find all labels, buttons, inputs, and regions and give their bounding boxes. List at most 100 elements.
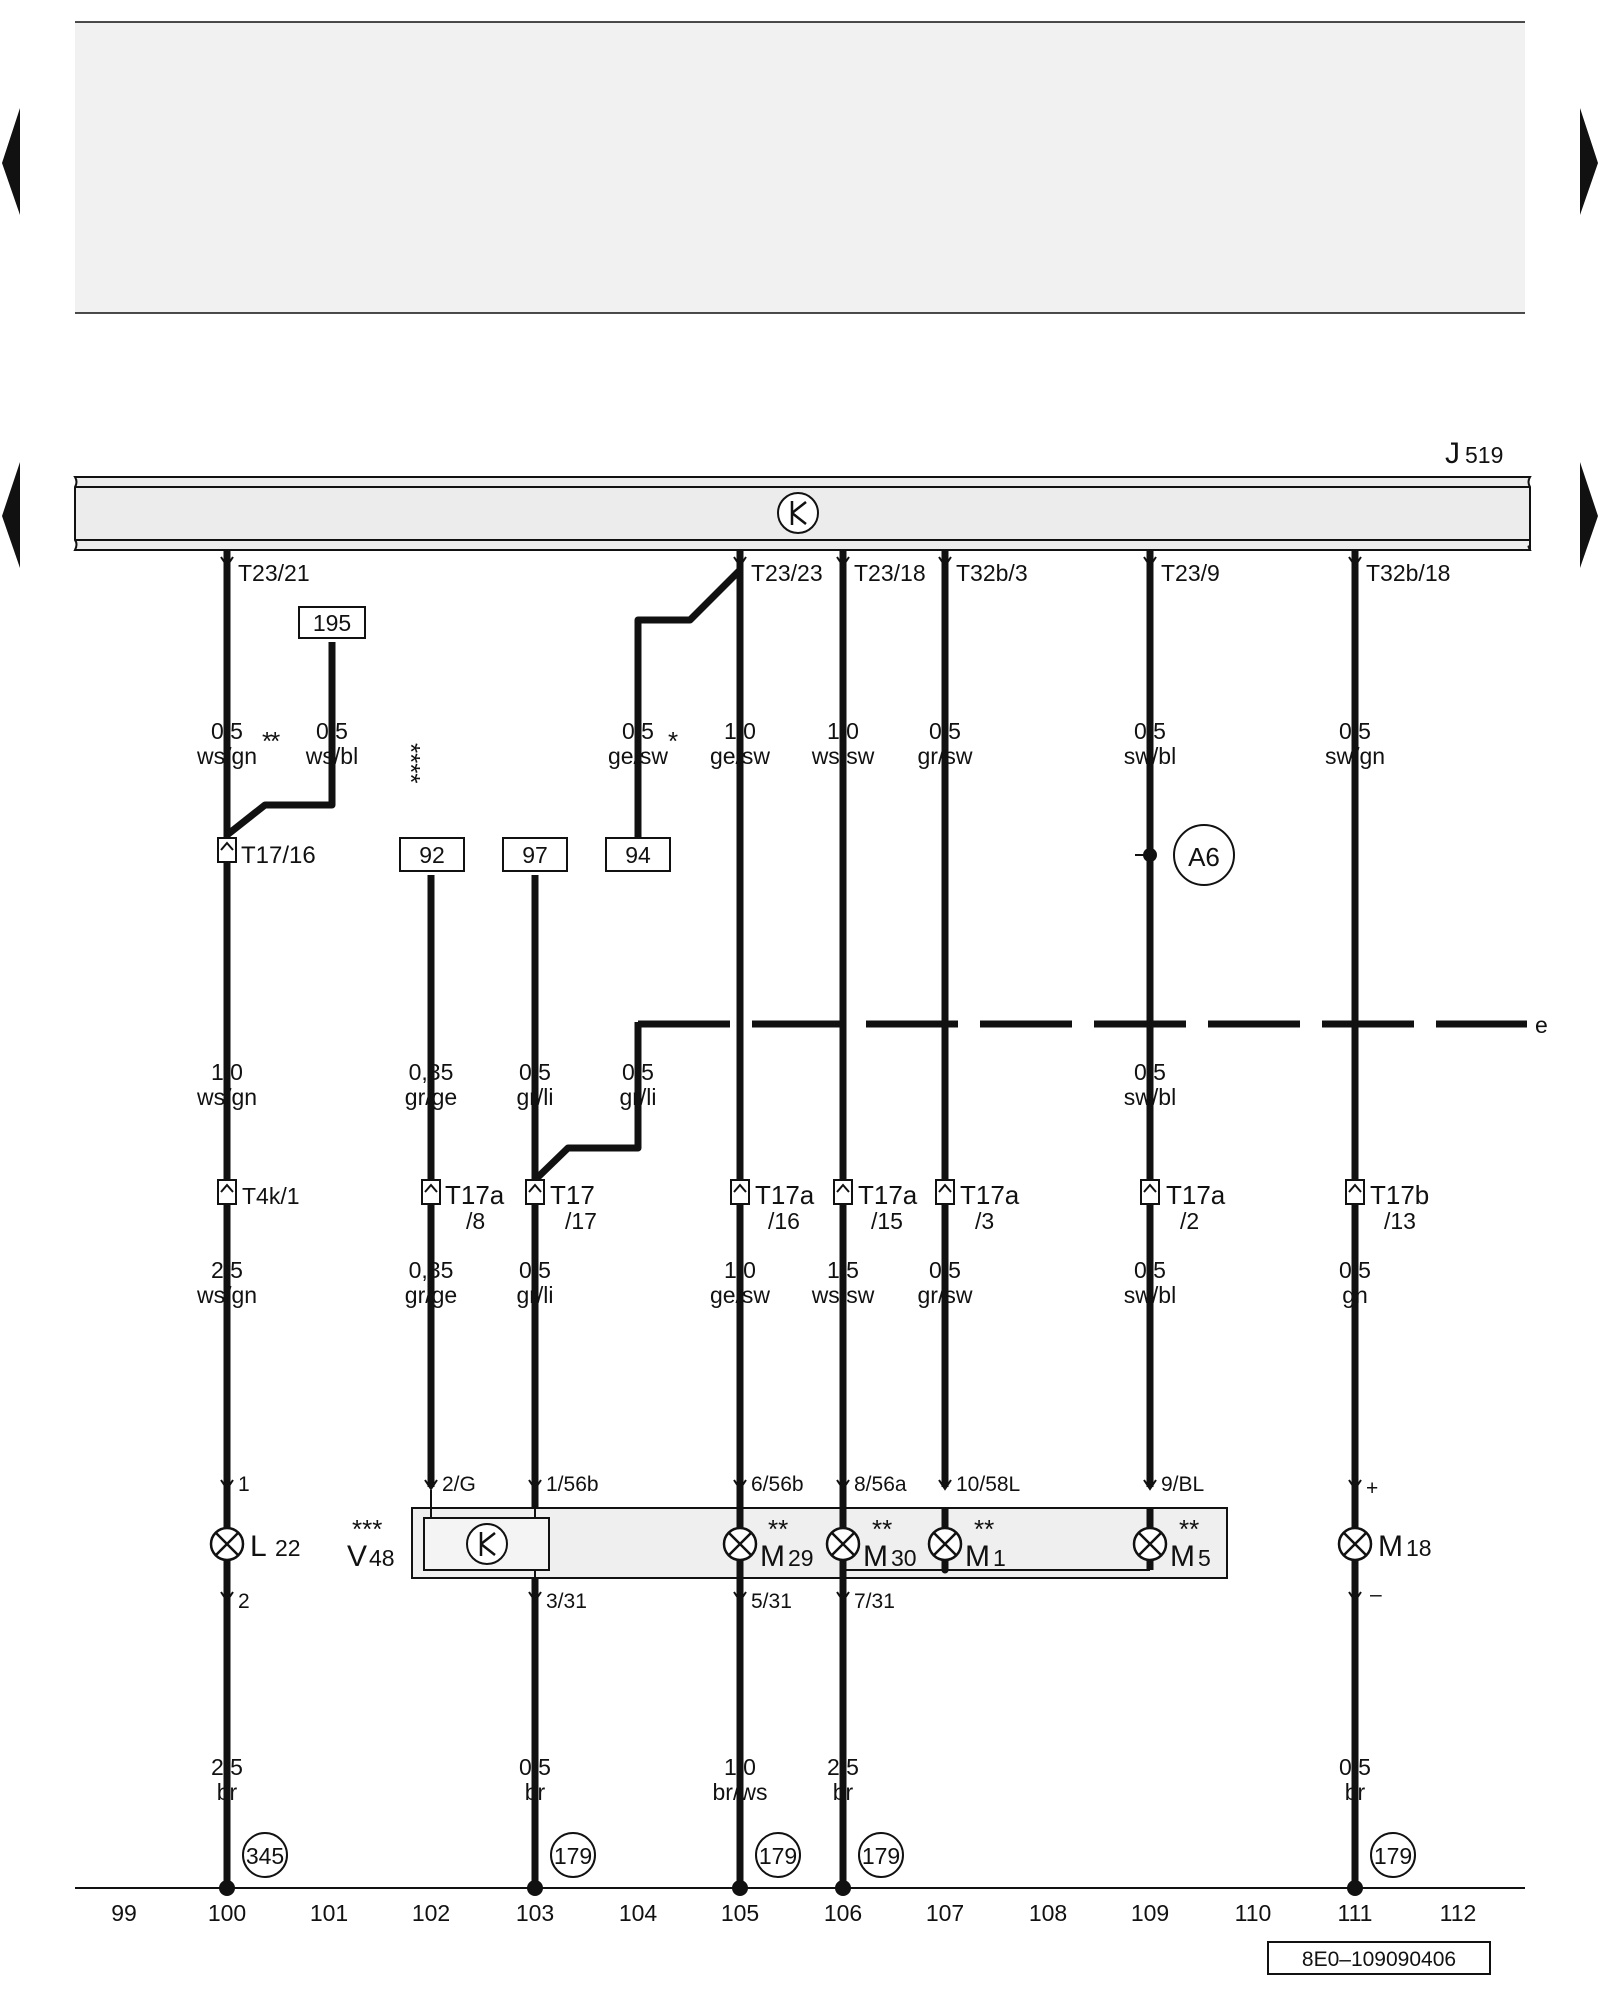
svg-text:T17b: T17b <box>1370 1180 1429 1210</box>
svg-text:gn: gn <box>1342 1282 1368 1308</box>
svg-text:T17a: T17a <box>445 1180 505 1210</box>
component-labels: L 22 *** V 48 ** M 29 ** M 30 ** M 1 ** … <box>250 1514 1432 1573</box>
wire-labels-low: 2,5 ws/gn 0,35 gr/ge 0,5 gr/li 1,0 ge/sw… <box>196 1257 1371 1308</box>
next-page-arrow-icon[interactable] <box>1580 108 1598 215</box>
svg-text:ws/gn: ws/gn <box>196 743 257 769</box>
ref-box-92[interactable]: 92 <box>399 837 465 872</box>
svg-text:101: 101 <box>310 1900 348 1926</box>
svg-text:T17a: T17a <box>1166 1180 1226 1210</box>
svg-text:br: br <box>525 1779 546 1805</box>
svg-text:br: br <box>833 1779 854 1805</box>
svg-text:T17a: T17a <box>960 1180 1020 1210</box>
svg-text:L: L <box>250 1530 267 1563</box>
connector-t17a-2: T17a /2 <box>1140 1179 1226 1234</box>
svg-text:ws/gn: ws/gn <box>196 1282 257 1308</box>
prev-page-arrow-icon[interactable] <box>2 108 20 215</box>
document-id: 8E0–109090406 <box>1267 1941 1491 1975</box>
svg-text:10/58L: 10/58L <box>956 1473 1020 1496</box>
svg-text:–: – <box>1370 1583 1382 1606</box>
prev-page-arrow-icon-2[interactable] <box>2 462 20 568</box>
lamp-icon <box>825 1526 861 1562</box>
svg-text:0,35: 0,35 <box>409 1059 454 1085</box>
svg-text:179: 179 <box>1374 1843 1412 1869</box>
component-j-number: 519 <box>1465 442 1503 468</box>
wire-195-branch <box>224 642 336 838</box>
svg-text:0,35: 0,35 <box>409 1257 454 1283</box>
connector-label: T23/23 <box>751 560 823 586</box>
lamp-icon <box>927 1526 963 1562</box>
svg-text:br/ws: br/ws <box>713 1779 768 1805</box>
svg-text:br: br <box>217 1779 238 1805</box>
svg-text:1/56b: 1/56b <box>546 1473 599 1496</box>
ground-dot <box>1347 1880 1363 1896</box>
next-page-arrow-icon-2[interactable] <box>1580 462 1598 568</box>
svg-text:107: 107 <box>926 1900 964 1926</box>
wire-labels-bottom: 2,5 br 0,5 br 1,0 br/ws 2,5 br 0,5 br <box>211 1754 1371 1805</box>
wire-labels-top: 0,5 ws/gn 0,5 ws/bl 0,5 ge/sw 1,0 ge/sw … <box>196 718 1385 769</box>
svg-text:0,5: 0,5 <box>1134 718 1166 744</box>
connectors-mid: T4k/1 T17a /8 T17 /17 T17a /16 T17a /15 <box>217 1179 1429 1234</box>
svg-text:2,5: 2,5 <box>211 1754 243 1780</box>
pin-labels-bottom: 2 3/31 5/31 7/31 – <box>220 1583 1382 1613</box>
svg-text:T17/16: T17/16 <box>241 842 316 869</box>
svg-text:M: M <box>863 1540 888 1573</box>
lamp-icon <box>209 1526 245 1562</box>
junction-dot <box>941 1566 949 1574</box>
svg-text:0,5: 0,5 <box>519 1754 551 1780</box>
svg-text:29: 29 <box>788 1545 814 1571</box>
svg-text:gr/li: gr/li <box>516 1084 553 1110</box>
wire-104-branch <box>532 1022 642 1183</box>
svg-text:/16: /16 <box>768 1208 800 1234</box>
svg-text:195: 195 <box>313 610 351 636</box>
component-j-label: J <box>1445 437 1460 470</box>
svg-text:0,5: 0,5 <box>1339 1754 1371 1780</box>
wire-labels-mid: 1,0 ws/gn 0,35 gr/ge 0,5 gr/li 0,5 gr/li… <box>196 1059 1176 1110</box>
svg-text:111: 111 <box>1338 1900 1373 1926</box>
svg-text:1,0: 1,0 <box>724 1754 756 1780</box>
pin-labels-top: 1 2/G 1/56b 6/56b 8/56a 10/58L 9/BL + <box>220 1473 1378 1500</box>
ref-box-195[interactable]: 195 <box>298 606 366 639</box>
svg-text:**: ** <box>974 1514 994 1544</box>
ground-dot <box>527 1880 543 1896</box>
connector-t17a-15: T17a /15 <box>833 1179 918 1234</box>
svg-text:1,5: 1,5 <box>827 1257 859 1283</box>
svg-text:T17a: T17a <box>755 1180 815 1210</box>
svg-text:9/BL: 9/BL <box>1161 1473 1204 1496</box>
svg-text:8E0–109090406: 8E0–109090406 <box>1302 1948 1456 1971</box>
svg-text:ge/sw: ge/sw <box>710 1282 770 1308</box>
svg-text:179: 179 <box>759 1843 797 1869</box>
svg-text:92: 92 <box>419 842 445 868</box>
connector-label: T32b/18 <box>1366 560 1450 586</box>
svg-text:sw/bl: sw/bl <box>1124 1282 1176 1308</box>
lamp-icon <box>1337 1526 1373 1562</box>
svg-text:5/31: 5/31 <box>751 1590 792 1613</box>
svg-text:0,5: 0,5 <box>929 1257 961 1283</box>
svg-text:179: 179 <box>862 1843 900 1869</box>
ref-box-97[interactable]: 97 <box>502 837 568 872</box>
svg-text:110: 110 <box>1235 1900 1272 1926</box>
svg-text:2,5: 2,5 <box>827 1754 859 1780</box>
svg-text:30: 30 <box>891 1545 917 1571</box>
svg-text:97: 97 <box>522 842 548 868</box>
svg-text:0,5: 0,5 <box>519 1059 551 1085</box>
svg-text:**: ** <box>872 1514 892 1544</box>
connector-t17a-3: T17a /3 <box>935 1179 1020 1234</box>
svg-text:gr/li: gr/li <box>619 1084 656 1110</box>
svg-text:gr/li: gr/li <box>516 1282 553 1308</box>
svg-text:/3: /3 <box>975 1208 994 1234</box>
svg-text:112: 112 <box>1440 1900 1477 1926</box>
svg-text:100: 100 <box>208 1900 246 1926</box>
svg-text:3/31: 3/31 <box>546 1590 587 1613</box>
connector-t4k-1: T4k/1 <box>217 1179 300 1209</box>
connector-label: T23/18 <box>854 560 926 586</box>
svg-text:109: 109 <box>1131 1900 1169 1926</box>
svg-text:5: 5 <box>1198 1545 1211 1571</box>
svg-text:ws/sw: ws/sw <box>811 743 875 769</box>
svg-text:/2: /2 <box>1180 1208 1199 1234</box>
junction-dot <box>839 1566 847 1574</box>
svg-text:0,5: 0,5 <box>211 718 243 744</box>
svg-text:/17: /17 <box>565 1208 597 1234</box>
ref-box-94[interactable]: 94 <box>605 837 671 872</box>
svg-text:0,5: 0,5 <box>316 718 348 744</box>
